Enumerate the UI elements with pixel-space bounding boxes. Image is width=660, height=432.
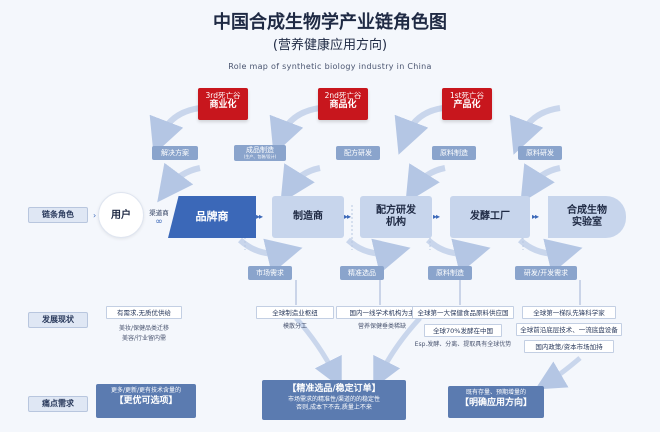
page-subtitle: (营养健康应用方向) <box>272 38 388 53</box>
status-mfr-box: 全球制造业枢纽 <box>256 306 334 319</box>
english-title: Role map of synthetic biology industry i… <box>228 62 432 71</box>
curve-arrow-8 <box>520 163 561 204</box>
infinity-icon: ∞ <box>155 217 163 227</box>
curve-arrow-12 <box>517 237 583 274</box>
pain-mid-small2: 否则,成本下不去,质量上不来 <box>296 404 372 411</box>
chevron-right-icon: › <box>93 211 96 220</box>
tag-finished-manufacturing-sub: (生产、包装/设计) <box>243 154 277 159</box>
pain-mid-big: 【精准选品/稳定订单】 <box>287 384 381 394</box>
row-label-status: 发展现状 <box>28 312 88 328</box>
status-lab-box2: 全球前沿底层技术、一流底盘设备 <box>516 323 622 336</box>
tag-market-demand: 市场需求 <box>248 266 292 280</box>
curve-arrow-9 <box>237 237 303 274</box>
status-user-note1: 美妆/保健品类迁移 <box>118 325 170 332</box>
status-lab-box3: 国内政策/资本市场加持 <box>524 340 614 353</box>
tag-finished-manufacturing: 成品制造 (生产、包装/设计) <box>234 145 286 161</box>
status-ferm-box1: 全球第一大保健食品原料供应国 <box>412 306 514 319</box>
valley-2nd-line1: 2nd死亡谷 <box>324 91 362 100</box>
node-lab-line2: 实验室 <box>572 217 602 228</box>
row-label-pain: 痛点需求 <box>28 396 88 412</box>
node-formula-institute: 配方研发 机构 <box>360 196 432 238</box>
tag-finished-manufacturing-label: 成品制造 <box>246 146 274 154</box>
node-formula-line2: 机构 <box>386 217 406 228</box>
status-formula-note: 营养保健垂类稀缺 <box>357 323 406 330</box>
tag-formula-rd: 配方研发 <box>336 146 380 160</box>
curve-arrow-4 <box>509 105 561 155</box>
pain-right-small: 既有存量、预期增量的 <box>465 389 526 396</box>
status-mfr-note: 模散分工 <box>282 323 307 330</box>
valley-2nd-line2: 商品化 <box>329 100 357 111</box>
node-user: 用户 <box>98 192 144 238</box>
double-chevron-icon: ▸▸ <box>433 212 440 221</box>
node-brand: 品牌商 <box>168 196 256 238</box>
pain-left-big: 【更优可选项】 <box>114 396 178 406</box>
curve-arrow-3 <box>394 105 444 155</box>
tag-raw-rd: 原料研发 <box>518 146 562 160</box>
double-chevron-icon: ▸▸ <box>256 212 263 221</box>
curve-arrow-6 <box>280 163 321 204</box>
status-user-note2: 美容/行业留内需 <box>121 335 167 342</box>
valley-3rd-line2: 商业化 <box>209 100 237 111</box>
page-title: 中国合成生物学产业链角色图 <box>213 12 447 33</box>
status-ferm-note: Esp.发酵、分离、提取具有全球优势 <box>414 341 512 348</box>
valley-3rd-line1: 3rd死亡谷 <box>205 91 241 100</box>
tag-solution: 解决方案 <box>152 146 198 160</box>
curve-arrow-7 <box>405 163 446 204</box>
node-fermentation-factory: 发酵工厂 <box>450 196 530 238</box>
status-lab-box1: 全球第一梯队先锋科学家 <box>522 306 616 319</box>
double-chevron-icon: ▸▸ <box>344 212 351 221</box>
curve-arrow-2 <box>269 105 321 155</box>
node-synbio-lab: 合成生物 实验室 <box>548 196 626 238</box>
status-formula-box: 国内一线学术机构为主 <box>336 306 428 319</box>
pain-right-big: 【明确应用方向】 <box>459 398 532 408</box>
valley-2nd: 2nd死亡谷 商品化 <box>318 88 368 120</box>
pain-left-box: 更多/更新/更有技术含量的 【更优可选项】 <box>96 384 196 418</box>
pain-right-box: 既有存量、预期增量的 【明确应用方向】 <box>448 386 544 418</box>
valley-1st-line1: 1st死亡谷 <box>449 91 485 100</box>
double-chevron-icon: ▸▸ <box>532 212 539 221</box>
tag-rd-demand: 研发/开发需求 <box>515 266 577 280</box>
status-ferm-box2: 全球70%发酵在中国 <box>424 324 502 337</box>
tag-precise-selection: 精准选品 <box>340 266 384 280</box>
node-lab-line1: 合成生物 <box>567 204 607 216</box>
pain-arrow-left <box>294 316 342 389</box>
row-label-chain-role: 链条角色 <box>28 207 88 223</box>
tag-raw-material: 原料制造 <box>428 266 472 280</box>
status-user-box: 有需求,无质优供给 <box>106 306 182 319</box>
pain-left-small: 更多/更新/更有技术含量的 <box>110 387 182 394</box>
valley-1st: 1st死亡谷 产品化 <box>442 88 492 120</box>
pain-mid-box: 【精准选品/稳定订单】 市场需求的精准性/渠道的的稳定性 否则,成本下不去,质量… <box>262 380 406 420</box>
curve-arrow-11 <box>425 237 491 274</box>
pain-arrow-right <box>535 356 582 390</box>
channel-label: 渠道商 <box>149 209 169 217</box>
valley-3rd: 3rd死亡谷 商业化 <box>198 88 248 120</box>
valley-1st-line2: 产品化 <box>453 100 481 111</box>
node-formula-line1: 配方研发 <box>376 204 416 216</box>
curve-arrow-10 <box>345 237 411 274</box>
curve-arrow-5 <box>157 162 201 203</box>
pain-mid-small1: 市场需求的精准性/渠道的的稳定性 <box>287 396 381 403</box>
tag-raw-manufacturing: 原料制造 <box>432 146 476 160</box>
curve-arrow-1 <box>149 105 201 155</box>
pain-arrow-mid <box>373 316 422 389</box>
node-manufacturer: 制造商 <box>272 196 344 238</box>
